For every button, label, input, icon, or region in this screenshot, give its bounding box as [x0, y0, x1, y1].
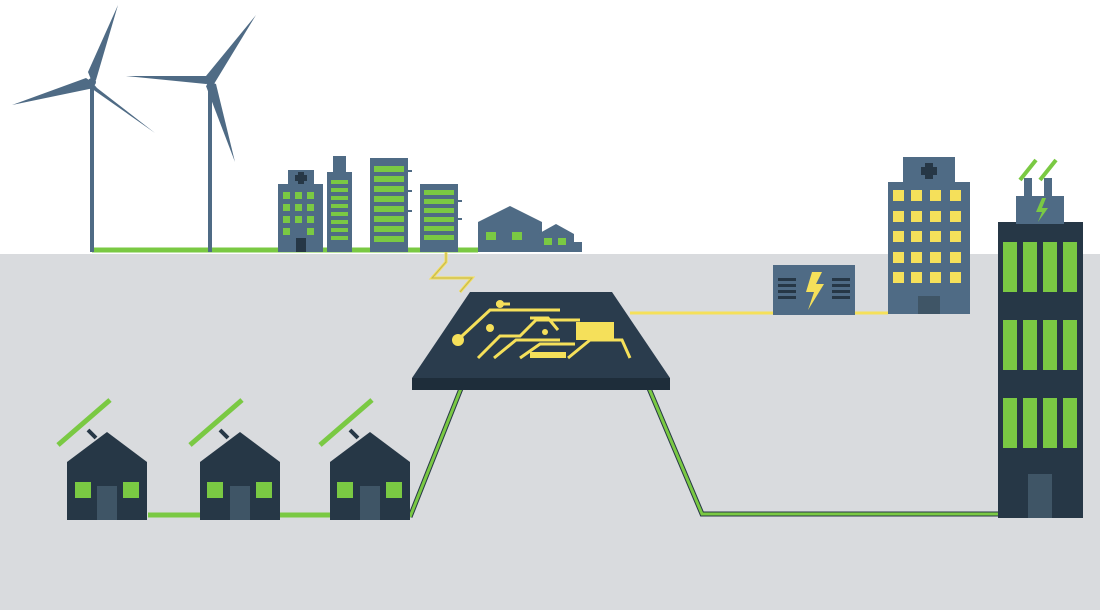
wind-turbine — [12, 5, 155, 252]
apartment-building — [420, 184, 462, 252]
city-to-grid-line — [428, 252, 476, 293]
wind-turbine — [126, 15, 256, 252]
solar-house — [318, 398, 410, 520]
hospital — [888, 157, 970, 314]
smart-grid-chip — [412, 292, 670, 390]
solar-house — [56, 398, 147, 520]
solar-house — [188, 398, 280, 520]
power-plant — [998, 158, 1083, 518]
house-group — [478, 206, 582, 252]
lightning-bolt-icon — [806, 272, 824, 310]
small-hospital-building — [278, 170, 323, 252]
tower-building — [327, 156, 352, 252]
substation — [773, 265, 855, 315]
lightning-bolt-icon — [1036, 198, 1048, 222]
office-building — [370, 158, 412, 252]
